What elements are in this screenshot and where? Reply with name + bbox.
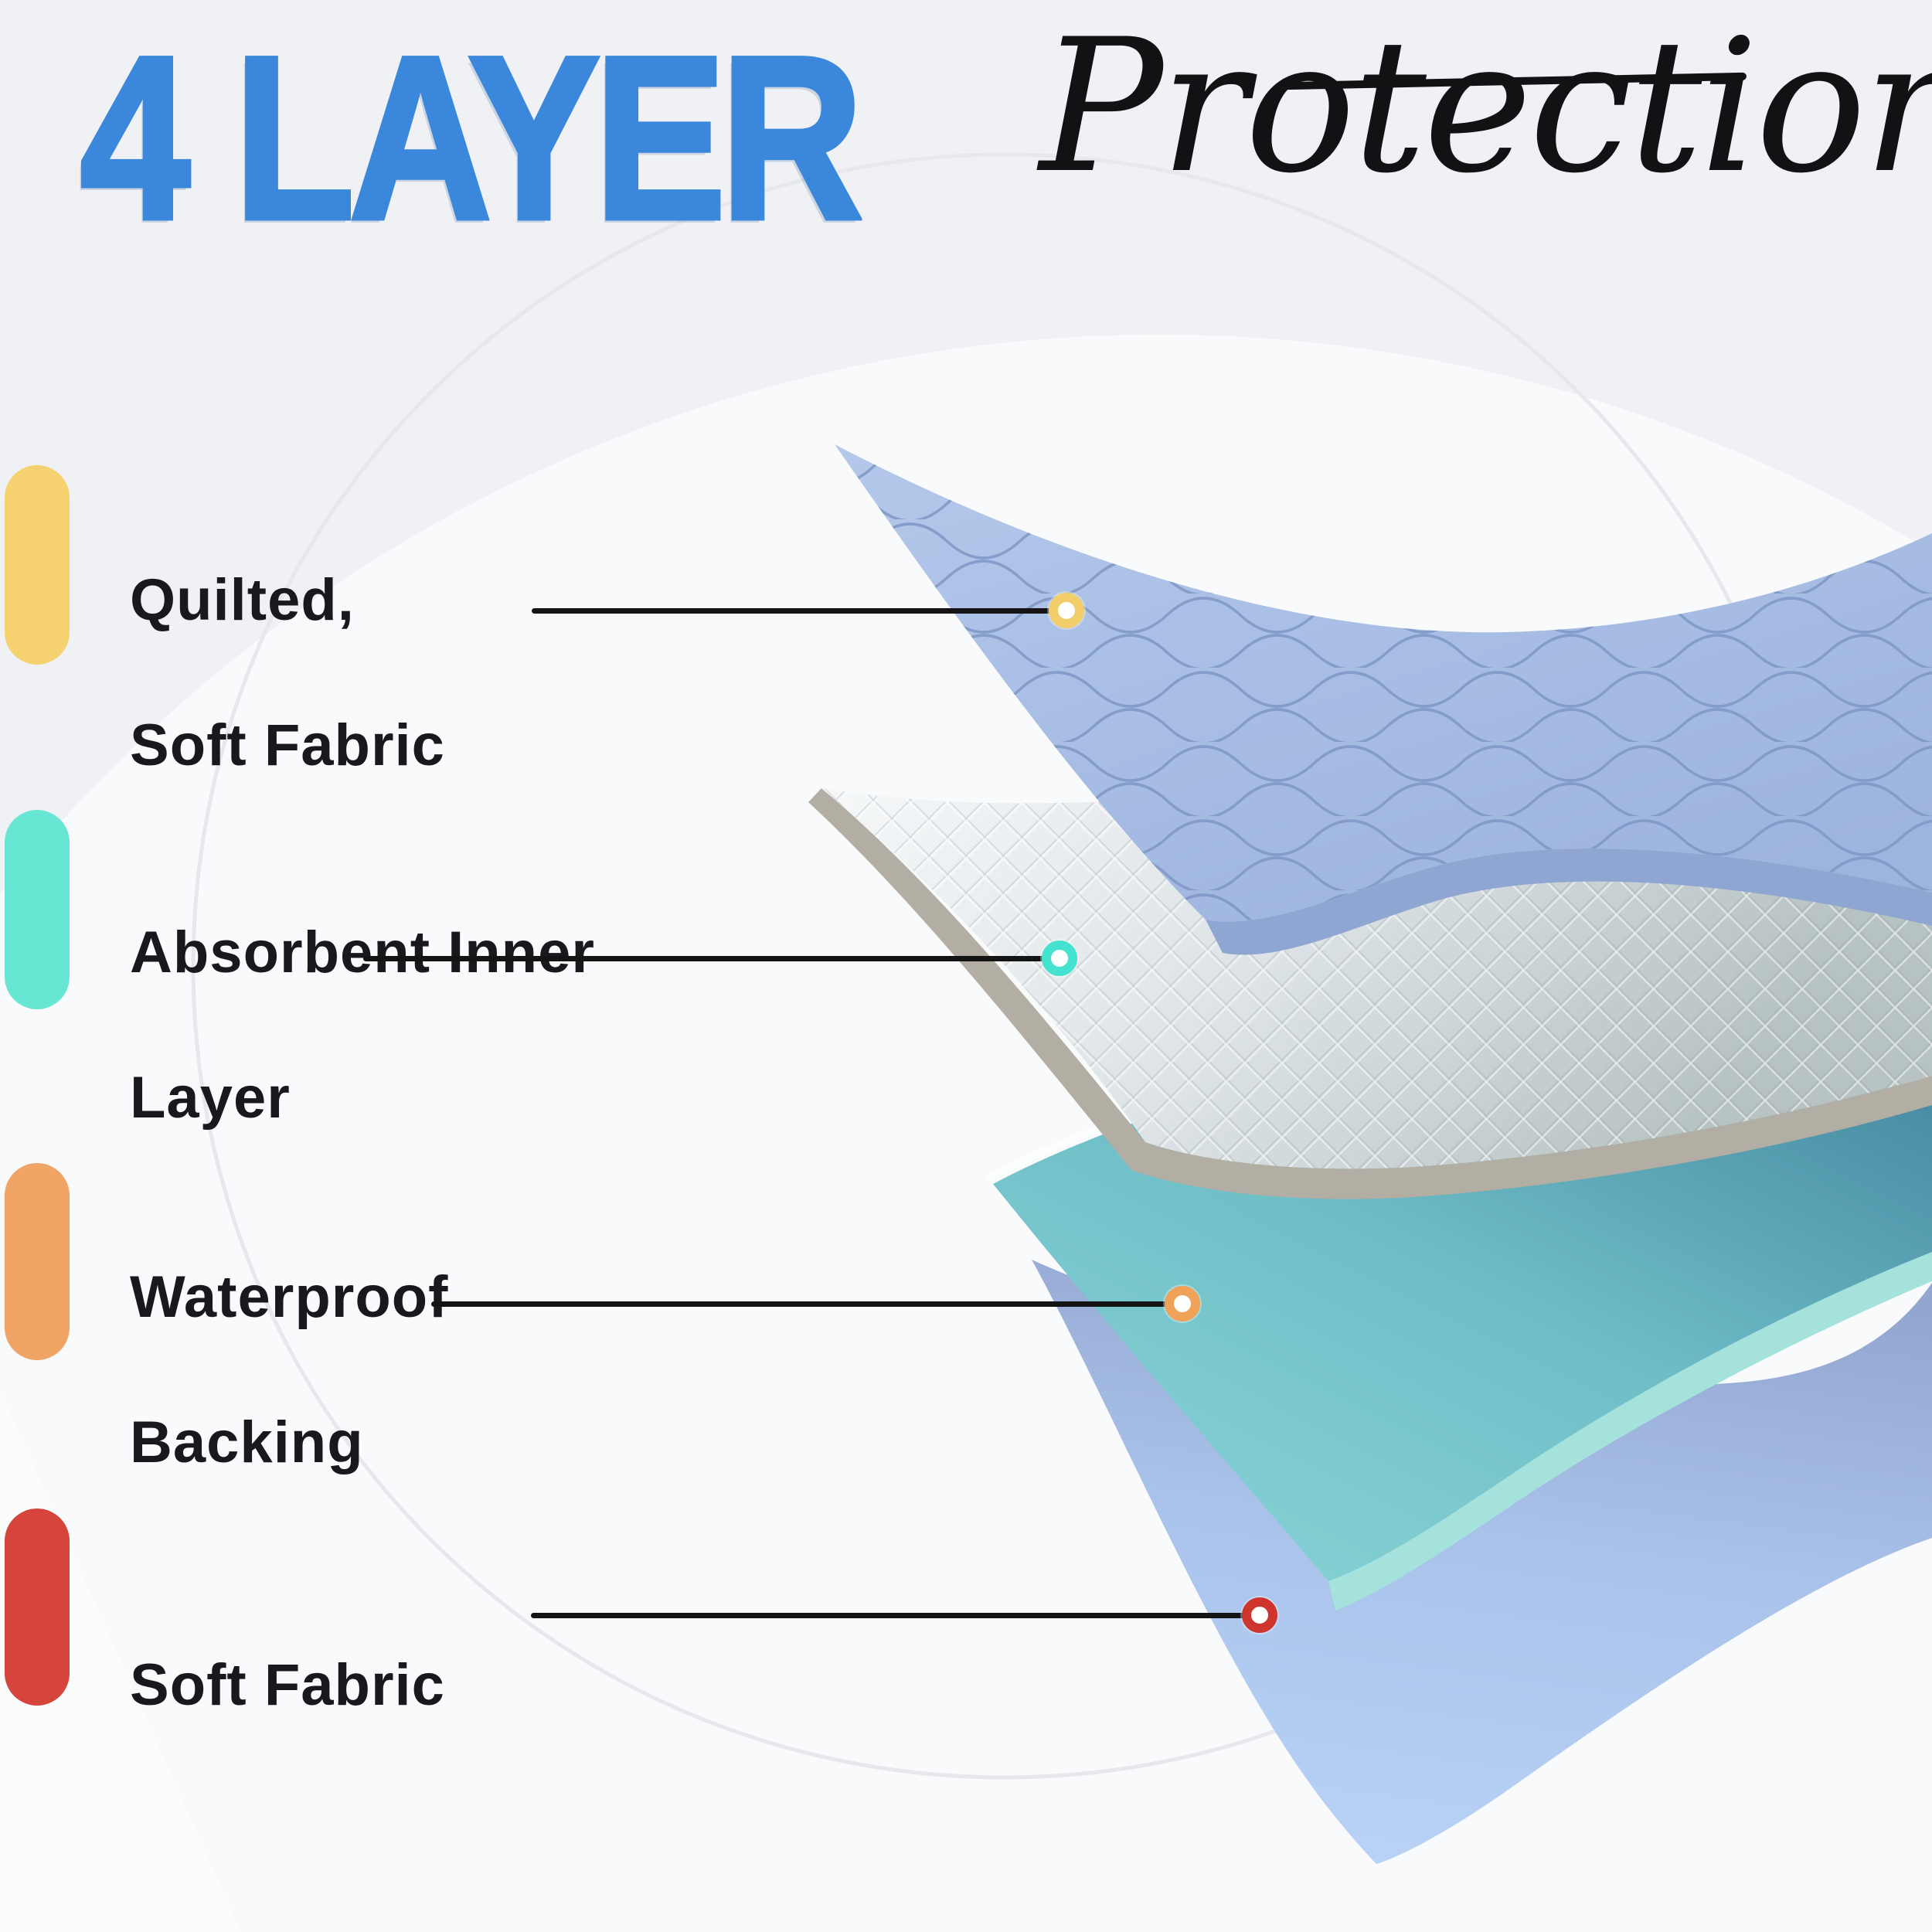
label-line: Backing <box>130 1410 364 1475</box>
label-waterproof-backing: Waterproof Backing <box>130 1189 449 1479</box>
pill-absorbent-inner <box>5 810 70 1009</box>
label-quilted-soft-fabric: Quilted, Soft Fabric <box>130 492 445 782</box>
callout-line-waterproof <box>431 1301 1175 1307</box>
label-line: Quilted, <box>130 567 355 633</box>
layer-quilted-underside-edge <box>1206 848 1932 955</box>
callout-line-absorbent <box>363 956 1051 961</box>
callout-dot-absorbent <box>1042 940 1077 976</box>
callout-dot-waterproof <box>1165 1286 1200 1321</box>
callout-dot-soft-fabric <box>1242 1597 1277 1633</box>
pill-waterproof-backing <box>5 1163 70 1360</box>
page-title: 4 LAYER <box>78 8 866 267</box>
label-line: Waterproof <box>130 1264 449 1330</box>
label-line: Soft Fabric <box>130 1652 445 1718</box>
callout-line-soft-fabric <box>531 1613 1251 1618</box>
label-line: Soft Fabric <box>130 713 445 778</box>
pill-quilted-soft-fabric <box>5 465 70 665</box>
page-title-script: Protection <box>1039 0 1932 214</box>
label-absorbent-inner: Absorbent Inner Layer <box>130 844 595 1134</box>
layer-absorbent-thickness-edge <box>808 788 1932 1199</box>
layer-waterproof-underside-edge <box>1328 1252 1932 1611</box>
label-line: Absorbent Inner <box>130 920 595 985</box>
layer-quilted-stitch-texture <box>835 444 1932 922</box>
label-soft-fabric: Soft Fabric <box>130 1577 445 1722</box>
callout-line-quilted <box>532 608 1057 614</box>
label-line: Layer <box>130 1065 291 1131</box>
callout-dot-quilted <box>1049 593 1084 628</box>
pill-soft-fabric <box>5 1509 70 1706</box>
